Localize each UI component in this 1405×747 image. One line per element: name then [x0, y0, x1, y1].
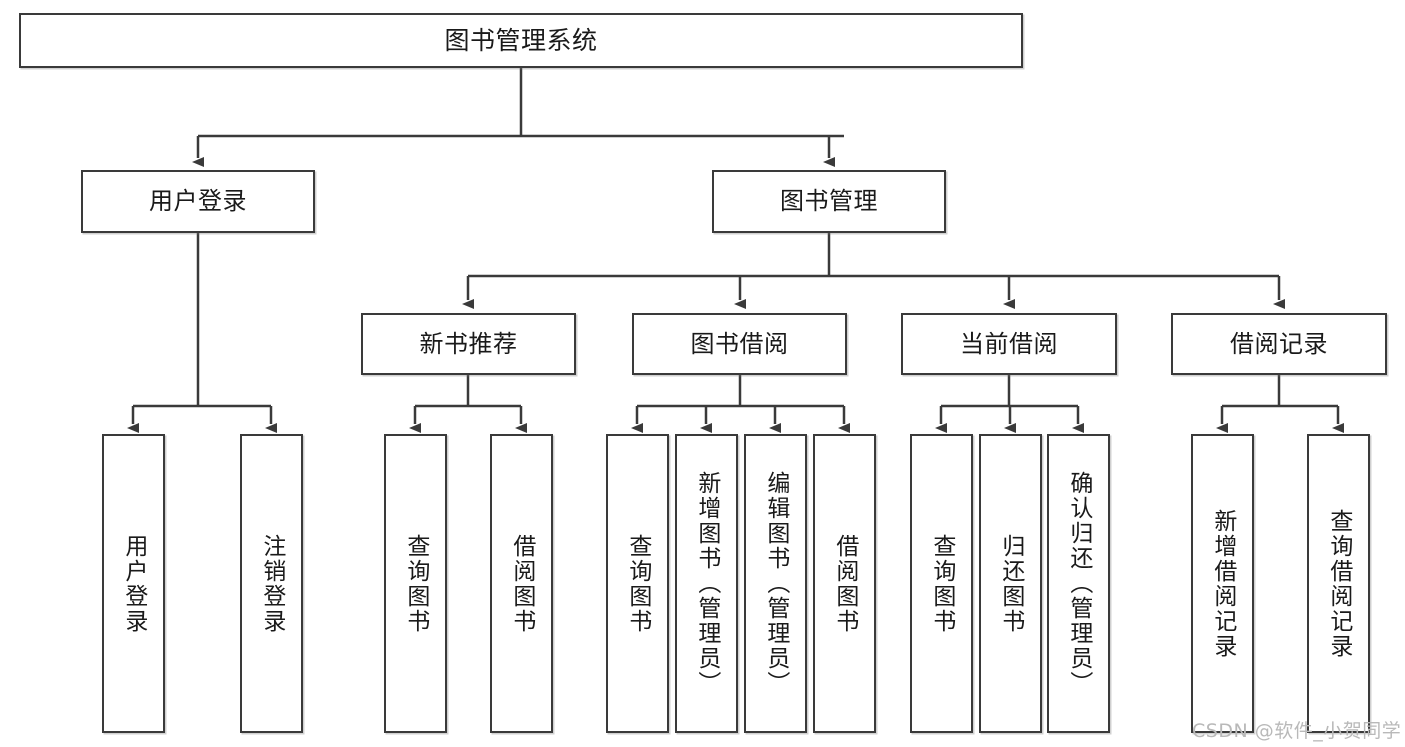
node-label: 用户登录: [149, 187, 247, 216]
node-label: 借阅记录: [1230, 329, 1328, 358]
node-label: 查询借阅记录: [1325, 508, 1352, 659]
leaf-new-book-borrow[interactable]: 借阅图书: [490, 434, 553, 733]
leaf-book-borrow-borrow[interactable]: 借阅图书: [813, 434, 876, 733]
node-current-borrow[interactable]: 当前借阅: [901, 313, 1117, 375]
node-borrow-record[interactable]: 借阅记录: [1171, 313, 1387, 375]
node-label: 新增图书（管理员）: [693, 471, 720, 696]
node-label: 确认归还（管理员）: [1065, 471, 1092, 696]
node-book-borrow[interactable]: 图书借阅: [632, 313, 847, 375]
node-label: 借阅图书: [508, 533, 535, 634]
node-label: 查询图书: [928, 533, 955, 634]
node-label: 当前借阅: [960, 329, 1058, 358]
node-root-system[interactable]: 图书管理系统: [19, 13, 1023, 68]
node-user-login[interactable]: 用户登录: [81, 170, 315, 233]
node-label: 图书管理系统: [444, 25, 598, 55]
node-label: 图书借阅: [690, 329, 789, 358]
leaf-borrow-record-query[interactable]: 查询借阅记录: [1307, 434, 1370, 733]
csdn-watermark: CSDN @软件_小贺同学: [1192, 720, 1402, 742]
leaf-book-borrow-add[interactable]: 新增图书（管理员）: [675, 434, 738, 733]
node-label: 查询图书: [402, 533, 429, 634]
node-label: 图书管理: [780, 187, 878, 216]
node-label: 注销登录: [258, 533, 285, 634]
leaf-user-login-login[interactable]: 用户登录: [102, 434, 165, 733]
node-label: 归还图书: [997, 533, 1024, 634]
leaf-current-borrow-return[interactable]: 归还图书: [979, 434, 1042, 733]
node-label: 借阅图书: [831, 533, 858, 634]
node-label: 编辑图书（管理员）: [762, 471, 789, 696]
leaf-borrow-record-add[interactable]: 新增借阅记录: [1191, 434, 1254, 733]
node-label: 新书推荐: [419, 329, 518, 358]
leaf-new-book-query[interactable]: 查询图书: [384, 434, 447, 733]
leaf-current-borrow-query[interactable]: 查询图书: [910, 434, 973, 733]
node-new-book-recommend[interactable]: 新书推荐: [361, 313, 576, 375]
leaf-book-borrow-edit[interactable]: 编辑图书（管理员）: [744, 434, 807, 733]
node-label: 新增借阅记录: [1209, 508, 1236, 659]
node-label: 用户登录: [120, 533, 147, 634]
leaf-user-login-logout[interactable]: 注销登录: [240, 434, 303, 733]
node-book-management[interactable]: 图书管理: [712, 170, 946, 233]
node-label: 查询图书: [624, 533, 651, 634]
leaf-current-borrow-confirm[interactable]: 确认归还（管理员）: [1047, 434, 1110, 733]
leaf-book-borrow-query[interactable]: 查询图书: [606, 434, 669, 733]
